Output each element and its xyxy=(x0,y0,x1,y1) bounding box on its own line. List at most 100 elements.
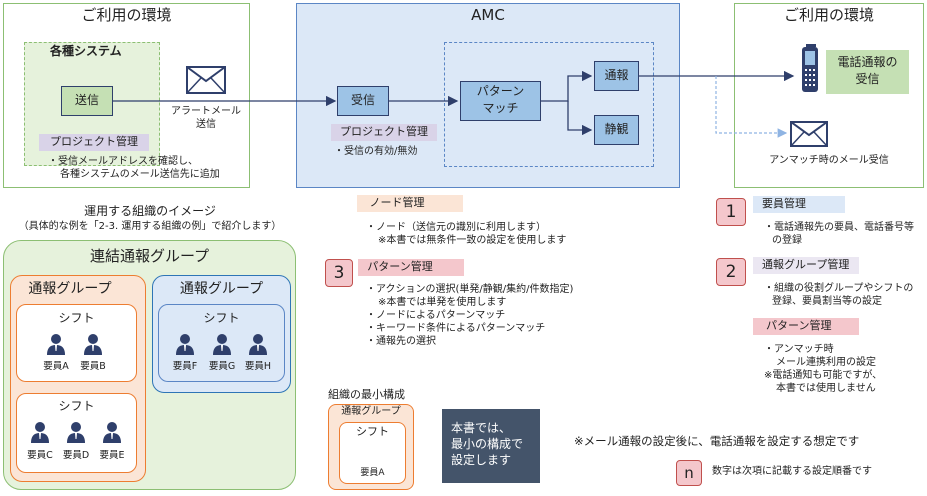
minimal-shift-box xyxy=(339,422,406,484)
pattern-mgmt-line1: ・アクションの選択(単発/静観/集約/件数指定) xyxy=(366,284,574,295)
group-a-title: 通報グループ xyxy=(28,281,112,297)
mail-label-line1: アラートメール xyxy=(171,106,241,117)
group-b-title: 通報グループ xyxy=(179,281,264,297)
right-pattern-tag: パターン管理 xyxy=(766,319,832,332)
shift1-box xyxy=(16,304,137,382)
left-project-tag: プロジェクト管理 xyxy=(50,135,138,148)
legend-n-badge: n xyxy=(676,460,702,486)
shift2-title: シフト xyxy=(58,399,95,413)
flow-arrows xyxy=(113,70,795,138)
pattern-mgmt-line4: ・キーワード条件によるパターンマッチ xyxy=(366,323,546,334)
receive-box xyxy=(337,86,389,116)
amc-project-tag: プロジェクト管理 xyxy=(340,125,428,138)
step2-number: 2 xyxy=(716,258,746,286)
left-note-line2: 各種システムのメール送信先に追加 xyxy=(60,169,220,180)
member-label: 要員D xyxy=(62,450,90,461)
org-image-subtitle: （具体的な例を「2-3. 運用する組織の例」で紹介します） xyxy=(18,221,282,232)
person-icon xyxy=(66,421,86,447)
amc-inner-dashed xyxy=(444,42,654,167)
org-image-title: 運用する組織のイメージ xyxy=(84,204,216,218)
member-label: 要員C xyxy=(27,450,53,461)
person-icon xyxy=(248,333,268,359)
right-pattern-line4: 本書では使用しません xyxy=(776,383,876,394)
step1-line1: ・電話通報先の要員、電話番号等 xyxy=(764,222,914,233)
right-environment xyxy=(734,3,924,188)
phone-line2: 受信 xyxy=(855,72,880,86)
send-label: 送信 xyxy=(74,93,99,107)
right-pattern-line1: ・アンマッチ時 xyxy=(764,344,834,355)
pattern-mgmt-line5: ・通報先の選択 xyxy=(366,336,436,347)
step2-tag-bg xyxy=(753,257,859,274)
shift3-box xyxy=(158,304,285,382)
right-pattern-tag-bg xyxy=(753,318,859,335)
right-env-title: ご利用の環境 xyxy=(783,6,874,24)
member-label: 要員A xyxy=(43,361,69,372)
amc-receive-note: ・受信の有効/無効 xyxy=(334,146,418,157)
left-note-line1: ・受信メールアドレスを確認し、 xyxy=(48,156,198,167)
minimal-note-line1: 本書では、 xyxy=(451,421,512,435)
pattern-step-number: 3 xyxy=(325,259,353,287)
step1-number: 1 xyxy=(716,198,746,226)
legend-text: 数字は次項に記載する設定順番です xyxy=(712,466,872,477)
pattern-mgmt-line3: ・ノードによるパターンマッチ xyxy=(366,310,506,321)
step1-line2: の登録 xyxy=(772,235,802,246)
pattern-line2: マッチ xyxy=(482,101,519,115)
envelope-icon xyxy=(790,121,828,147)
pattern-line1: パターン xyxy=(476,84,525,98)
member-label: 要員G xyxy=(208,361,236,372)
minimal-group-title: 通報グループ xyxy=(341,406,401,417)
right-pattern-line3: ※電話通知も可能ですが、 xyxy=(764,370,883,381)
phone-receive-box xyxy=(826,50,909,94)
pattern-mgmt-tag: パターン管理 xyxy=(367,260,433,273)
member-label: 要員B xyxy=(80,361,106,372)
receive-label: 受信 xyxy=(350,93,375,107)
right-pattern-line2: メール連携利用の設定 xyxy=(776,357,876,368)
mail-label-line2: 送信 xyxy=(196,119,216,130)
notify-box xyxy=(594,61,639,91)
linked-group-title: 連結通報グループ xyxy=(89,247,210,265)
node-mgmt-tag-bg xyxy=(357,195,463,212)
amc-title: AMC xyxy=(471,6,505,24)
pattern-mgmt-line2: ※本書では単発を使用します xyxy=(378,297,507,308)
pattern-match-box xyxy=(460,81,541,121)
systems-title: 各種システム xyxy=(50,44,122,58)
member-label: 要員F xyxy=(172,361,198,372)
left-env-title: ご利用の環境 xyxy=(81,6,172,24)
node-mgmt-tag: ノード管理 xyxy=(369,196,425,209)
footer-note: ※メール通報の設定後に、電話通報を設定する想定です xyxy=(574,434,860,448)
node-mgmt-line2: ※本書では無条件一致の設定を使用します xyxy=(378,235,567,246)
node-mgmt-line1: ・ノード（送信元の識別に利用します） xyxy=(366,222,546,233)
notify-label: 通報 xyxy=(604,68,629,82)
person-icon xyxy=(46,333,66,359)
minimal-member: 要員A xyxy=(360,468,385,478)
minimal-note-line2: 最小の構成で xyxy=(451,437,524,451)
minimal-note-box xyxy=(442,409,540,483)
amc-project-tag-bg xyxy=(331,124,437,141)
minimal-shift-title: シフト xyxy=(356,425,389,438)
member-label: 要員E xyxy=(99,450,125,461)
mobile-phone-icon xyxy=(802,44,818,92)
pattern-mgmt-tag-bg xyxy=(358,259,464,276)
minimal-title: 組織の最小構成 xyxy=(328,388,405,401)
step2-line1: ・組織の役割グループやシフトの xyxy=(764,283,914,294)
step2-tag: 通報グループ管理 xyxy=(762,258,850,271)
person-icon xyxy=(175,333,195,359)
member-label: 要員H xyxy=(244,361,272,372)
step1-tag: 要員管理 xyxy=(762,197,806,210)
person-icon xyxy=(30,421,50,447)
unmatch-label: アンマッチ時のメール受信 xyxy=(769,155,889,166)
envelope-icon xyxy=(186,66,226,94)
step1-tag-bg xyxy=(753,196,845,213)
quiet-box xyxy=(594,115,639,145)
left-project-tag-bg xyxy=(39,134,149,151)
shift3-title: シフト xyxy=(203,311,240,325)
person-icon xyxy=(102,421,122,447)
quiet-label: 静観 xyxy=(604,122,629,136)
shift1-title: シフト xyxy=(58,311,95,325)
step2-line2: 登録、要員割当等の設定 xyxy=(772,296,882,307)
person-icon xyxy=(212,333,232,359)
phone-line1: 電話通報の xyxy=(837,55,898,69)
person-icon xyxy=(83,333,103,359)
minimal-note-line3: 設定します xyxy=(451,453,512,467)
send-box xyxy=(61,86,113,116)
